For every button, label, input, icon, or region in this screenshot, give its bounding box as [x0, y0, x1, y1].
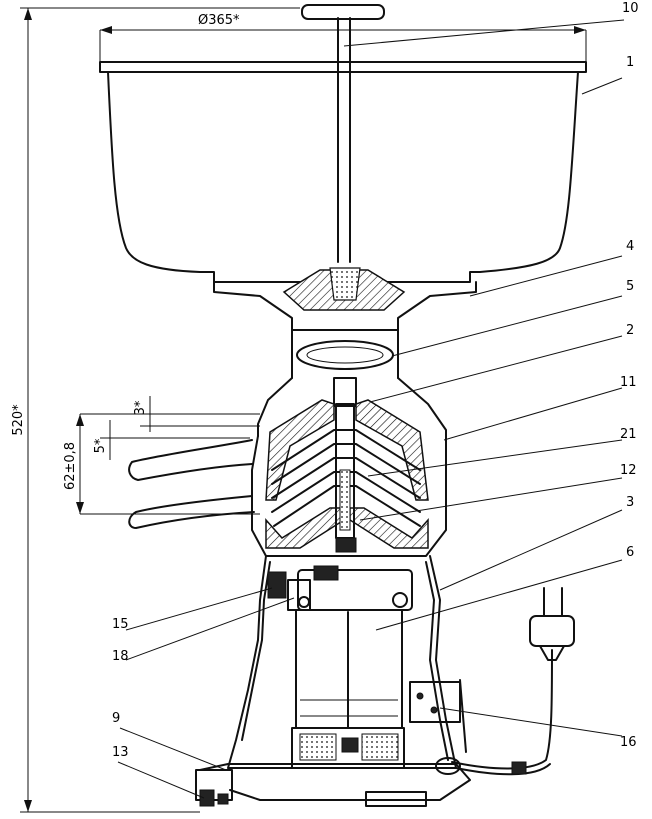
- callout-12: 12: [620, 463, 637, 478]
- height-dimension: 520*: [11, 7, 300, 813]
- callout-1: 1: [626, 55, 634, 70]
- diameter-dimension: Ø365*: [99, 13, 587, 62]
- callout-11: 11: [620, 375, 637, 390]
- callout-18: 18: [112, 649, 129, 664]
- callout-2: 2: [626, 323, 634, 338]
- callout-15: 15: [112, 617, 129, 632]
- callout-3: 3: [626, 495, 634, 510]
- receiving-bowl: [99, 61, 587, 283]
- callout-13: 13: [112, 745, 129, 760]
- callout-labels: 10 1 4 5 2 11 21 12 3 6 16 15 18 9 13: [112, 1, 639, 760]
- cream-spout: [128, 439, 253, 481]
- gap-top-label: 3*: [133, 400, 148, 415]
- separator-drum: [251, 399, 447, 557]
- base: [195, 763, 471, 807]
- gap-dimensions: 62±0,8 3* 5*: [63, 396, 260, 515]
- callout-16: 16: [620, 735, 637, 750]
- gap-mid-label: 5*: [93, 438, 108, 453]
- callout-5: 5: [626, 279, 634, 294]
- drive-gear: [267, 565, 413, 611]
- float-chamber: [213, 267, 477, 379]
- range-dimension-label: 62±0,8: [63, 442, 78, 490]
- diameter-dimension-label: Ø365*: [198, 13, 240, 28]
- power-plug: [529, 587, 575, 661]
- callout-6: 6: [626, 545, 634, 560]
- power-cord: [435, 649, 553, 776]
- height-dimension-label: 520*: [11, 404, 26, 436]
- callout-4: 4: [626, 239, 634, 254]
- lower-housing: [227, 555, 457, 769]
- leader-lines: [117, 19, 625, 799]
- callout-21: 21: [620, 427, 637, 442]
- switch: [409, 679, 467, 753]
- float-rod: [301, 4, 385, 263]
- skim-milk-spout: [128, 495, 255, 529]
- callout-10: 10: [622, 1, 639, 16]
- float: [296, 340, 394, 370]
- callout-9: 9: [112, 711, 120, 726]
- electric-motor: [291, 609, 405, 769]
